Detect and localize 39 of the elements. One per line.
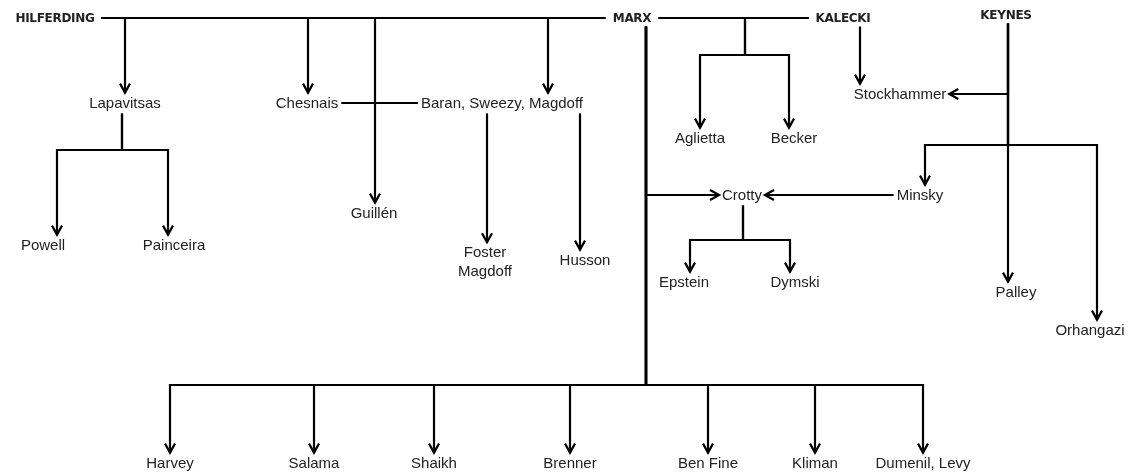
name-label: Husson [559,250,611,270]
arrow [644,26,930,454]
name-label: Salama [288,453,340,473]
arrow [101,16,555,94]
name-label: Stockhammer [853,84,947,104]
name-label: Dumenil, Levy [875,453,971,473]
name-label: Lapavitsas [89,93,161,113]
arrow [1006,23,1104,321]
arrow [120,113,175,236]
name-label: Powell [20,235,66,255]
economist-heading: MARX [608,10,656,26]
name-label: Becker [770,128,818,148]
arrow [573,113,587,251]
arrow [853,26,867,85]
name-label: Harvey [146,453,194,473]
name-label: Dymski [770,272,820,292]
name-label: Epstein [659,272,709,292]
economist-heading: KEYNES [976,7,1036,23]
name-label: Chesnais [275,93,339,113]
name-label: Aglietta [675,128,725,148]
name-label: Foster Magdoff [453,243,517,281]
economist-heading: HILFERDING [11,10,99,26]
economist-heading: KALECKI [811,10,875,26]
name-label: Guillén [350,203,398,223]
arrow [763,188,894,202]
arrow [741,205,797,273]
name-label: Crotty [722,185,762,205]
name-label: Palley [995,282,1037,302]
name-label: Orhangazi [1055,320,1125,340]
name-label: Minsky [896,185,944,205]
name-label: Shaikh [411,453,457,473]
connector-line [341,101,418,105]
arrow [480,113,494,244]
name-label: Brenner [543,453,597,473]
name-label: Kliman [792,453,838,473]
arrow [743,16,809,129]
name-label: Painceira [142,235,206,255]
name-label: Baran, Sweezy, Magdoff [421,93,583,113]
name-label: Ben Fine [678,453,738,473]
